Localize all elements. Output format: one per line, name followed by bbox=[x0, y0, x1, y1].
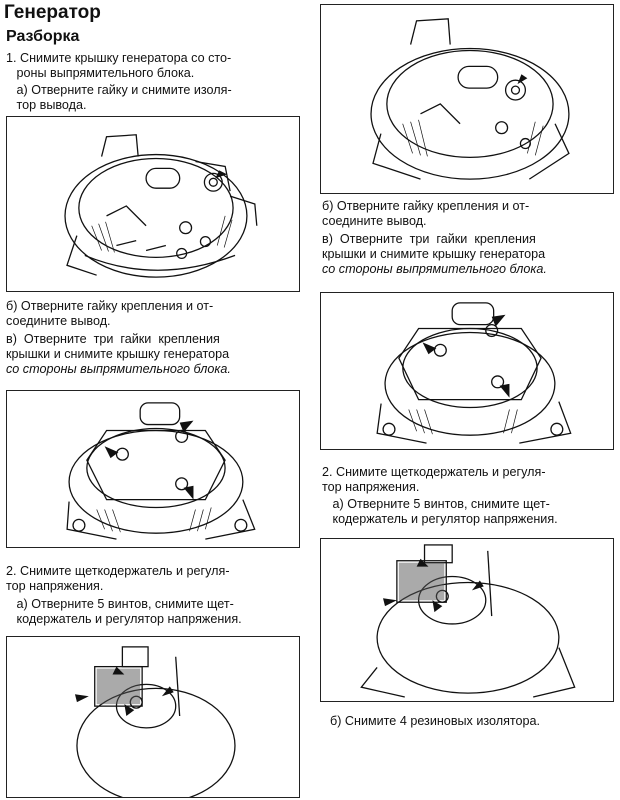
right-step1b-line1: б) Отверните гайку крепления и от- bbox=[322, 199, 530, 213]
arrow-icon bbox=[161, 686, 174, 697]
right-step1v-line2: крышки и снимите крышку генератора bbox=[322, 247, 546, 261]
left-step1a-line2: тор вывода. bbox=[6, 98, 87, 112]
arrow-icon bbox=[104, 446, 119, 459]
right-step2a-line1: а) Отверните 5 винтов, снимите щет- bbox=[322, 497, 550, 511]
alternator-cover-illustration bbox=[64, 134, 258, 278]
left-step1v-line1: в) Отверните три гайки крепления bbox=[6, 332, 220, 346]
alternator-rectifier-illustration-right bbox=[376, 302, 572, 444]
figure-cover-insulator bbox=[6, 116, 300, 292]
left-step1b-line2: соедините вывод. bbox=[6, 314, 111, 328]
arrow-icon bbox=[179, 420, 194, 433]
arrow-icon bbox=[74, 694, 89, 703]
arrow-icon bbox=[422, 342, 437, 355]
arrow-icon bbox=[215, 170, 228, 179]
arrow-icon bbox=[491, 314, 506, 327]
right-step2a-line2: кодержатель и регулятор напряжения. bbox=[322, 512, 558, 526]
arrow-icon bbox=[471, 580, 484, 591]
arrow-icon bbox=[124, 704, 135, 717]
alternator-cover-illustration-right bbox=[370, 18, 570, 180]
arrow-icon bbox=[112, 666, 125, 675]
left-step1a-line1: а) Отверните гайку и снимите изоля- bbox=[6, 83, 232, 97]
page-subtitle: Разборка bbox=[6, 28, 80, 45]
arrow-icon bbox=[517, 74, 528, 85]
left-step1-line2: роны выпрямительного блока. bbox=[6, 66, 195, 80]
right-step2b-line1: б) Снимите 4 резиновых изолятора. bbox=[330, 714, 541, 728]
right-step2-line2: тор напряжения. bbox=[322, 480, 420, 494]
right-step1v-line1: в) Отверните три гайки крепления bbox=[322, 232, 536, 246]
figure-three-nuts-right bbox=[320, 292, 614, 450]
figure-brush-holder-left bbox=[6, 636, 300, 798]
left-step2-line2: тор напряжения. bbox=[6, 579, 104, 593]
left-step1b-line1: б) Отверните гайку крепления и от- bbox=[6, 299, 214, 313]
brush-holder-illustration bbox=[74, 646, 236, 797]
right-step1v-line3: со стороны выпрямительного блока. bbox=[322, 262, 547, 276]
arrow-icon bbox=[183, 485, 194, 500]
arrow-icon bbox=[416, 558, 429, 567]
figure-cover-insulator-right bbox=[320, 4, 614, 194]
alternator-rectifier-illustration bbox=[66, 402, 256, 540]
left-step1-line1: 1. Снимите крышку генератора со сто- bbox=[6, 51, 232, 65]
right-step2-line1: 2. Снимите щеткодержатель и регуля- bbox=[322, 465, 546, 479]
left-step2a-line1: а) Отверните 5 винтов, снимите щет- bbox=[6, 597, 234, 611]
brush-holder-illustration-right bbox=[360, 544, 576, 698]
left-step2a-line2: кодержатель и регулятор напряжения. bbox=[6, 612, 242, 626]
arrow-icon bbox=[499, 383, 510, 398]
right-step1b-line2: соедините вывод. bbox=[322, 214, 427, 228]
page-title: Генератор bbox=[4, 2, 101, 23]
figure-three-nuts bbox=[6, 390, 300, 548]
left-step1v-line3: со стороны выпрямительного блока. bbox=[6, 362, 231, 376]
arrow-icon bbox=[383, 598, 397, 607]
left-step1v-line2: крышки и снимите крышку генератора bbox=[6, 347, 230, 361]
arrow-icon bbox=[432, 600, 443, 613]
figure-brush-holder-right bbox=[320, 538, 614, 702]
left-step2-line1: 2. Снимите щеткодержатель и регуля- bbox=[6, 564, 230, 578]
